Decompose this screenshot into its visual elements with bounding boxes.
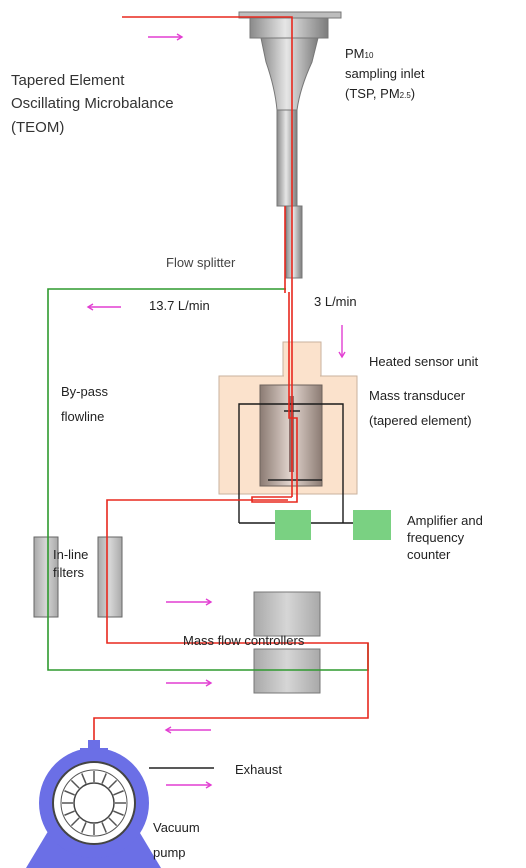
pump-vane <box>108 779 118 789</box>
inlet-line3: (TSP, PM2.5) <box>345 84 425 104</box>
bypass-flowline-line2: flowline <box>61 409 105 425</box>
mass-flow-controllers <box>253 591 321 694</box>
title-line2: Oscillating Microbalance <box>11 95 174 113</box>
inline-filters <box>33 536 123 618</box>
vacuum-pump-line1: Vacuum <box>153 820 200 835</box>
pump-vane <box>113 810 124 816</box>
pump-vane <box>101 822 107 833</box>
vacuum-pump-line2: pump <box>153 844 186 860</box>
amplifier-line3: counter <box>407 546 451 562</box>
sampling-inlet <box>238 11 342 279</box>
pump-vane <box>113 790 124 796</box>
pump-vane <box>64 790 75 796</box>
mass-transducer-line1: Mass transducer <box>369 388 466 403</box>
pump-vane <box>101 773 107 784</box>
exhaust-label: Exhaust <box>235 762 282 777</box>
inlet-label: PM10 sampling inlet (TSP, PM2.5) <box>345 44 425 104</box>
flow-splitter-label: Flow splitter <box>166 255 236 270</box>
bypass-flowline-label: By-pass flowline <box>61 379 108 430</box>
inline-filters-label: In-line filters <box>53 546 88 581</box>
pump-vane <box>81 822 87 833</box>
bypass-flowline-line1: By-pass <box>61 384 108 399</box>
pump-vane <box>108 817 118 827</box>
inlet-line3-suffix: ) <box>410 86 416 102</box>
mass-transducer-line2: (tapered element) <box>369 413 472 429</box>
inlet-pm-sub: 10 <box>364 51 374 60</box>
amplifier-line2: frequency <box>407 529 465 545</box>
title: Tapered Element Oscillating Microbalance… <box>11 69 174 139</box>
flow-arrows <box>86 33 346 789</box>
pump-vane <box>70 779 80 789</box>
mass-transducer-label: Mass transducer (tapered element) <box>369 383 472 434</box>
title-line1: Tapered Element <box>11 72 125 89</box>
heated-sensor-unit-label: Heated sensor unit <box>369 354 479 369</box>
pump-vane <box>70 817 80 827</box>
bypass-flow-rate: 13.7 L/min <box>149 298 210 313</box>
inlet-line2: sampling inlet <box>345 66 425 82</box>
pump-vane <box>64 810 75 816</box>
inlet-pm-prefix: PM <box>345 46 365 61</box>
amplifier-line1: Amplifier and <box>407 513 483 528</box>
inlet-pm10: PM10 <box>345 44 425 64</box>
pump-vane <box>81 773 87 784</box>
amplifier-boxes <box>275 510 391 540</box>
vacuum-pump-label: Vacuum pump <box>153 816 200 865</box>
signal-wires <box>238 403 353 524</box>
mass-transducer <box>259 384 323 487</box>
inline-filters-line2: filters <box>53 564 85 580</box>
inline-filters-line1: In-line <box>53 547 89 562</box>
mass-flow-controllers-label: Mass flow controllers <box>183 633 305 648</box>
amplifier-label: Amplifier and frequency counter <box>407 513 483 564</box>
vacuum-pump <box>26 740 214 868</box>
sensor-flow-rate: 3 L/min <box>314 294 357 309</box>
inlet-line3-sub: 2.5 <box>399 91 411 101</box>
inlet-line3-prefix: (TSP, PM <box>345 86 400 102</box>
title-line3: (TEOM) <box>11 118 65 136</box>
sample-flowline <box>93 16 369 742</box>
